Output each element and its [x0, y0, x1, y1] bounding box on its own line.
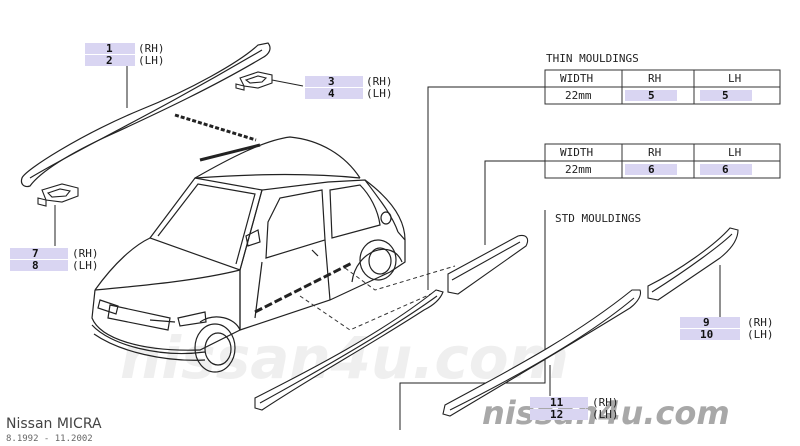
thin-table-1-header-lh: LH — [728, 72, 741, 85]
bracket-leaders — [399, 86, 546, 430]
callout-3-side: (RH) — [366, 75, 393, 88]
model-name: Nissan MICRA — [6, 416, 102, 432]
thin-table-2-lh-part[interactable]: 6 — [722, 163, 729, 176]
thin-table-1-lh-part[interactable]: 5 — [722, 89, 729, 102]
thin-table-2-header-lh: LH — [728, 146, 741, 159]
callout-12-number[interactable]: 12 — [550, 408, 563, 421]
thin-table-2 — [544, 143, 781, 179]
callout-12-side: (LH) — [592, 408, 619, 421]
roof-strip — [174, 113, 257, 142]
thin-table-2-width: 22mm — [565, 163, 592, 176]
callout-4-side: (LH) — [366, 87, 393, 100]
callout-11-highlight — [530, 397, 588, 408]
thin-table-1-rh-highlight — [625, 90, 677, 101]
thin-table-2-rh-part[interactable]: 6 — [648, 163, 655, 176]
callout-10-number[interactable]: 10 — [700, 328, 713, 341]
thin-table-1-header-width: WIDTH — [560, 72, 593, 85]
callout-2-highlight — [85, 55, 135, 66]
thin-table-1-rh-part[interactable]: 5 — [648, 89, 655, 102]
model-dates: 8.1992 - 11.2002 — [6, 434, 93, 444]
callout-3-number[interactable]: 3 — [328, 75, 335, 88]
callout-7-highlight — [10, 248, 68, 259]
callout-7-number[interactable]: 7 — [32, 247, 39, 260]
thin-table-2-header-width: WIDTH — [560, 146, 593, 159]
callout-9-side: (RH) — [747, 316, 774, 329]
thin-table-1-header-rh: RH — [648, 72, 661, 85]
thin-mouldings-title: THIN MOULDINGS — [546, 52, 639, 65]
clip-3-4-drawing — [235, 71, 304, 91]
std-moulding-strips — [442, 227, 739, 417]
callout-2-side: (LH) — [138, 54, 165, 67]
callout-4-highlight — [305, 88, 363, 99]
callout-1-number[interactable]: 1 — [106, 42, 113, 55]
callout-9-highlight — [680, 317, 740, 328]
callout-2-number[interactable]: 2 — [106, 54, 113, 67]
callout-9-number[interactable]: 9 — [703, 316, 710, 329]
thin-table-1-lh-highlight — [700, 90, 752, 101]
thin-table-2-header-rh: RH — [648, 146, 661, 159]
thin-table-2-rh-highlight — [625, 164, 677, 175]
thin-moulding-strips — [254, 234, 529, 411]
std-mouldings-title: STD MOULDINGS — [555, 212, 641, 225]
car-side-moulding — [254, 261, 353, 314]
callout-11-side: (RH) — [592, 396, 619, 409]
callout-1-side: (RH) — [138, 42, 165, 55]
callout-8-side: (LH) — [72, 259, 99, 272]
watermark-corner: nissan4u.com — [482, 394, 730, 432]
callout-8-highlight — [10, 260, 68, 271]
roof-moulding-drawing — [20, 42, 271, 188]
car-roof-rail — [199, 143, 261, 162]
callout-4-number[interactable]: 4 — [328, 87, 335, 100]
callout-10-side: (LH) — [747, 328, 774, 341]
callout-12-highlight — [530, 409, 588, 420]
callout-7-side: (RH) — [72, 247, 99, 260]
callout-11-number[interactable]: 11 — [550, 396, 564, 409]
thin-table-2-lh-highlight — [700, 164, 752, 175]
thin-table-1-width: 22mm — [565, 89, 592, 102]
callout-1-highlight — [85, 43, 135, 54]
clip-7-8-drawing — [37, 183, 79, 207]
car-body-drawing — [91, 136, 406, 373]
callout-8-number[interactable]: 8 — [32, 259, 39, 272]
callout-3-highlight — [305, 76, 363, 87]
callout-10-highlight — [680, 329, 740, 340]
